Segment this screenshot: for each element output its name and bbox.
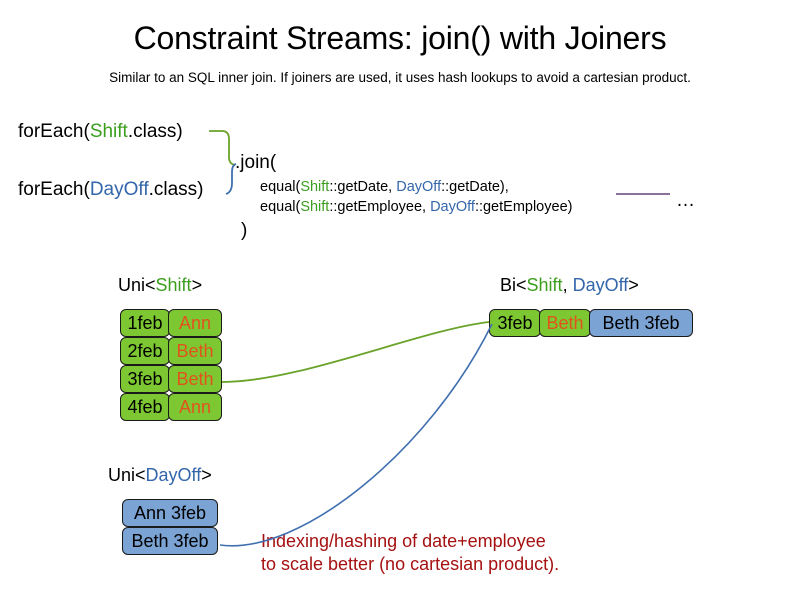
bi-date-cell: 3feb xyxy=(489,309,541,337)
uni-shift-fact-list: 1feb Ann 2feb Beth 3feb Beth 4feb Ann xyxy=(120,309,222,421)
shift-name-cell: Beth xyxy=(168,365,222,393)
bi-date-text: 3feb xyxy=(497,313,533,333)
code-foreach-shift-suffix: .class) xyxy=(127,121,183,142)
shift-name-text: Ann xyxy=(178,397,212,417)
bi-name-text: Beth xyxy=(546,313,584,333)
dayoff-pair-text: Beth 3feb xyxy=(131,531,209,551)
annotation-line-2: to scale better (no cartesian product). xyxy=(261,554,560,575)
bi-name-cell: Beth xyxy=(539,309,591,337)
shift-date-text: 1feb xyxy=(127,313,163,333)
shift-name-cell: Beth xyxy=(168,337,222,365)
label-bi-prefix: Bi< xyxy=(500,275,527,295)
shift-date-text: 2feb xyxy=(127,341,163,361)
shift-name-cell: Ann xyxy=(168,393,222,421)
table-row[interactable]: Beth 3feb xyxy=(122,527,218,555)
ellipsis-text: … xyxy=(676,190,695,211)
joiner-0-right-type: DayOff xyxy=(396,179,442,195)
table-row[interactable]: Ann 3feb xyxy=(122,499,218,527)
code-foreach-dayoff-suffix: .class) xyxy=(148,179,204,200)
table-row[interactable]: 1feb Ann xyxy=(120,309,222,337)
shift-date-text: 4feb xyxy=(127,397,163,417)
shift-name-text: Beth xyxy=(176,369,214,389)
joiner-0-left-type: Shift xyxy=(300,179,330,195)
connector-shift-fact-to-bi xyxy=(221,321,490,383)
shift-name-text: Beth xyxy=(176,341,214,361)
page-subtitle: Similar to an SQL inner join. If joiners… xyxy=(109,70,691,85)
label-uni-shift-suffix: > xyxy=(191,275,203,295)
joiner-0-left-method: ::getDate, xyxy=(329,179,397,195)
label-uni-shift-type: Shift xyxy=(155,275,192,295)
label-bi-type-a: Shift xyxy=(526,275,563,295)
annotation-note: Indexing/hashing of date+employee to sca… xyxy=(261,530,559,577)
bi-pair-cell: Beth 3feb xyxy=(589,309,693,337)
shift-date-cell: 1feb xyxy=(120,309,170,337)
code-join-close: ) xyxy=(241,220,248,241)
label-uni-dayoff-type: DayOff xyxy=(145,465,202,485)
dayoff-pair-text: Ann 3feb xyxy=(133,503,207,523)
label-bi-separator: , xyxy=(562,275,573,295)
code-token-shift: Shift xyxy=(89,121,128,142)
label-uni-dayoff-prefix: Uni< xyxy=(108,465,146,485)
label-bi-suffix: > xyxy=(628,275,639,295)
joiner-1-left-method: ::getEmployee, xyxy=(329,199,431,215)
connector-shift-to-join xyxy=(209,130,236,166)
code-joiner-equal-employee: equal(Shift::getEmployee, DayOff::getEmp… xyxy=(260,199,572,215)
uni-dayoff-fact-list: Ann 3feb Beth 3feb xyxy=(122,499,218,555)
shift-date-cell: 3feb xyxy=(120,365,170,393)
connector-dayoff-fact-to-bi xyxy=(219,323,493,547)
page-title: Constraint Streams: join() with Joiners xyxy=(133,20,667,56)
bi-pair-text: Beth 3feb xyxy=(602,313,680,333)
joiner-1-right-type: DayOff xyxy=(430,199,475,215)
code-token-dayoff: DayOff xyxy=(89,179,149,200)
dayoff-pair-cell: Beth 3feb xyxy=(122,527,218,555)
code-foreach-dayoff-prefix: forEach( xyxy=(18,179,90,200)
code-foreach-shift-prefix: forEach( xyxy=(18,121,90,142)
label-uni-dayoff-suffix: > xyxy=(201,465,212,485)
label-bi-type-b: DayOff xyxy=(572,275,629,295)
shift-date-cell: 4feb xyxy=(120,393,170,421)
shift-name-cell: Ann xyxy=(168,309,222,337)
code-joiner-equal-date: equal(Shift::getDate, DayOff::getDate), xyxy=(260,179,509,195)
bi-fact-row[interactable]: 3feb Beth Beth 3feb xyxy=(489,309,693,337)
joiner-0-right-method: ::getDate), xyxy=(441,179,509,195)
label-bi-stream: Bi<Shift, DayOff> xyxy=(500,275,639,296)
joiner-1-right-method: ::getEmployee) xyxy=(474,199,573,215)
label-uni-dayoff: Uni<DayOff> xyxy=(108,465,212,486)
annotation-line-1: Indexing/hashing of date+employee xyxy=(261,531,546,551)
label-uni-shift-prefix: Uni< xyxy=(118,275,156,295)
joiner-1-prefix: equal( xyxy=(260,199,301,215)
code-foreach-shift: forEach(Shift.class) xyxy=(18,121,183,143)
label-uni-shift: Uni<Shift> xyxy=(118,275,202,296)
table-row[interactable]: 4feb Ann xyxy=(120,393,222,421)
joiner-0-prefix: equal( xyxy=(260,179,301,195)
table-row[interactable]: 3feb Beth xyxy=(120,365,222,393)
dayoff-pair-cell: Ann 3feb xyxy=(122,499,218,527)
table-row[interactable]: 2feb Beth xyxy=(120,337,222,365)
code-foreach-dayoff: forEach(DayOff.class) xyxy=(18,179,204,201)
shift-date-cell: 2feb xyxy=(120,337,170,365)
shift-name-text: Ann xyxy=(178,313,212,333)
shift-date-text: 3feb xyxy=(127,369,163,389)
code-join-open: .join( xyxy=(235,152,277,173)
joiner-1-left-type: Shift xyxy=(300,199,330,215)
